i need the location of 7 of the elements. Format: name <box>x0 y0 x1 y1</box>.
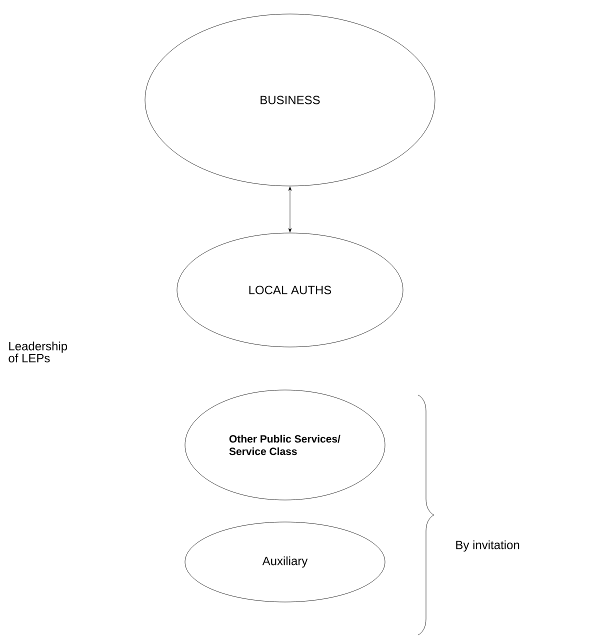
arrow <box>288 186 292 232</box>
ellipse-node: BUSINESS <box>144 14 436 186</box>
label-text: By invitation <box>456 540 520 552</box>
ellipse-node: Other Public Services/ Service Class <box>184 390 386 500</box>
ellipse-node: LOCAL AUTHS <box>176 232 404 348</box>
label-text: Leadership of LEPs <box>8 342 68 362</box>
ellipse-node: Auxiliary <box>184 522 386 602</box>
